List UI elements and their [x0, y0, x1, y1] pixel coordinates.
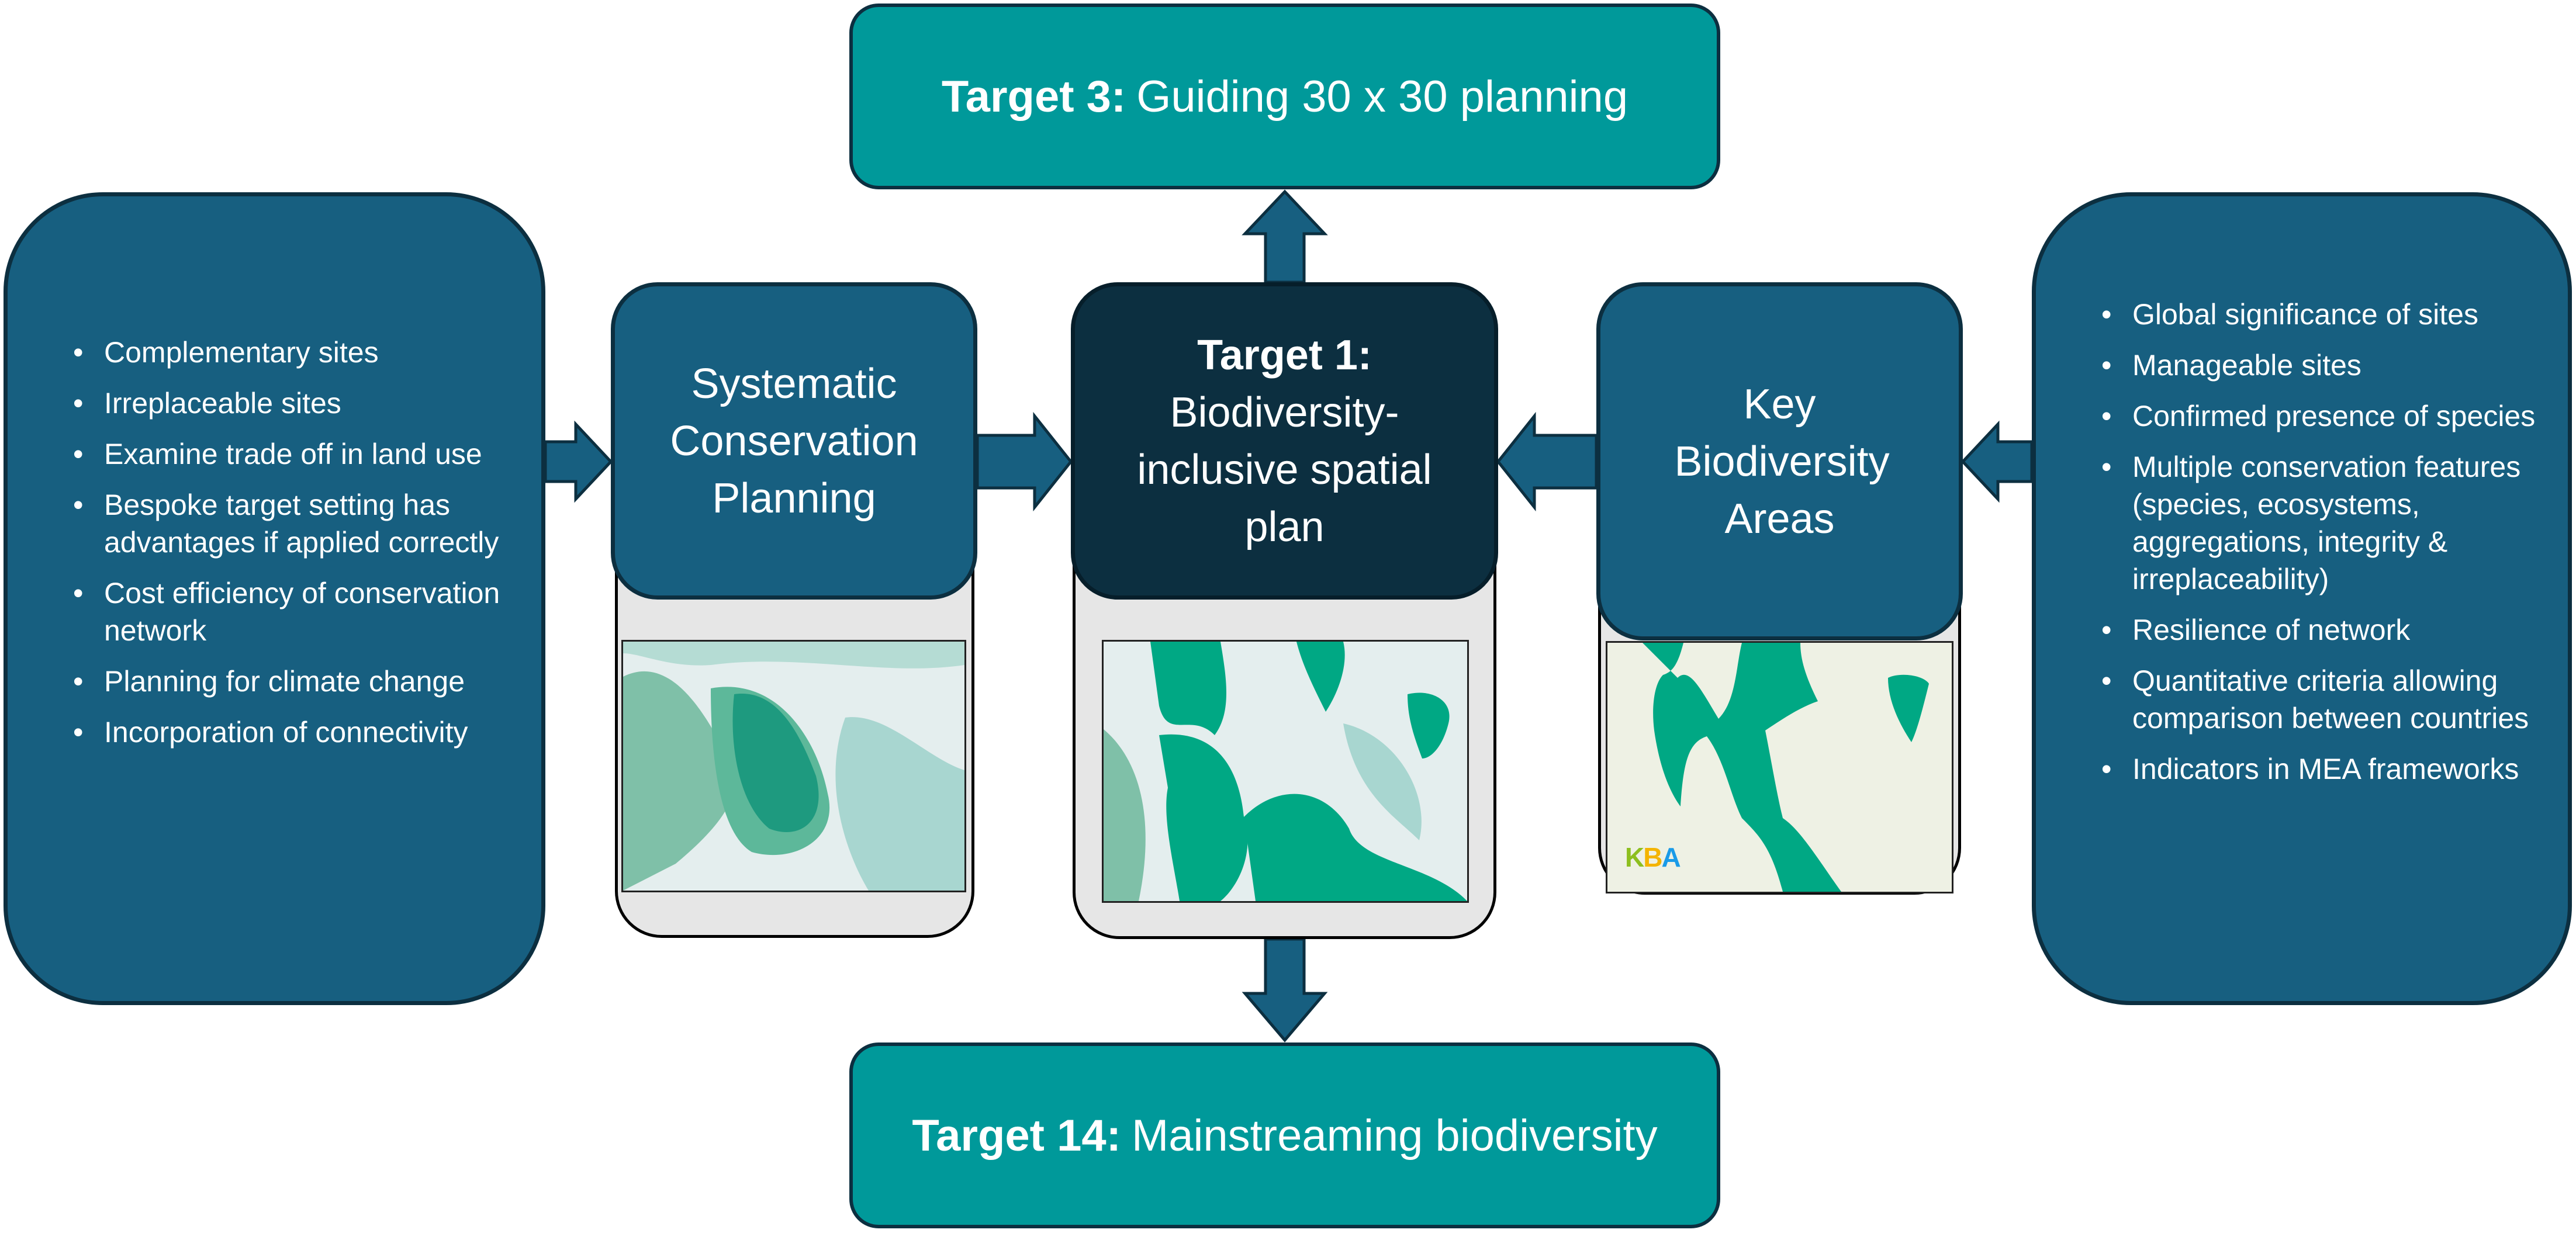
target-1-map-image: [1102, 640, 1469, 903]
list-item: Global significance of sites: [2059, 296, 2544, 333]
arrow-left-to-scp-icon: [544, 420, 613, 503]
target-14-text: Mainstreaming biodiversity: [1131, 1110, 1658, 1161]
list-item: Complementary sites: [31, 334, 518, 371]
list-item: Manageable sites: [2059, 347, 2544, 384]
list-item: Bespoke target setting has advantages if…: [31, 486, 518, 561]
arrow-up-icon: [1242, 189, 1328, 284]
kba-benefits-panel: Global significance of sites Manageable …: [2032, 192, 2572, 1005]
list-item: Incorporation of connectivity: [31, 714, 518, 751]
target-3-box: Target 3:Guiding 30 x 30 planning: [849, 4, 1720, 189]
list-item: Cost efficiency of conservation network: [31, 574, 518, 649]
target-14-label: Target 14:: [912, 1110, 1121, 1161]
arrow-kba-to-target1-icon: [1496, 411, 1598, 512]
target-14-box: Target 14:Mainstreaming biodiversity: [849, 1042, 1720, 1228]
list-item: Quantitative criteria allowing compariso…: [2059, 662, 2544, 737]
target-1-title-box: Target 1: Biodiversity-inclusive spatial…: [1071, 282, 1498, 600]
target-3-label: Target 3:: [941, 71, 1126, 122]
scp-title: Systematic Conservation Planning: [670, 360, 918, 522]
kba-map-image: KBA: [1606, 641, 1953, 893]
list-item: Irreplaceable sites: [31, 385, 518, 422]
list-item: Indicators in MEA frameworks: [2059, 750, 2544, 788]
kba-title: Key Biodiversity Areas: [1674, 380, 1890, 542]
list-item: Examine trade off in land use: [31, 435, 518, 473]
scp-map-image: [621, 640, 966, 892]
list-item: Planning for climate change: [31, 663, 518, 700]
kba-logo: KBA: [1625, 842, 1681, 872]
list-item: Resilience of network: [2059, 611, 2544, 649]
list-item: Multiple conservation features (species,…: [2059, 448, 2544, 598]
list-item: Confirmed presence of species: [2059, 397, 2544, 435]
arrow-down-icon: [1242, 937, 1328, 1042]
arrow-right-to-kba-icon: [1960, 420, 2034, 503]
target-1-label: Target 1:: [1197, 331, 1372, 379]
kba-benefits-list: Global significance of sites Manageable …: [2059, 296, 2544, 788]
scp-title-box: Systematic Conservation Planning: [611, 282, 977, 600]
arrow-scp-to-target1-icon: [976, 411, 1073, 512]
scp-benefits-list: Complementary sites Irreplaceable sites …: [31, 334, 518, 751]
target-1-text: Biodiversity-inclusive spatial plan: [1137, 389, 1432, 550]
target-3-text: Guiding 30 x 30 planning: [1136, 71, 1628, 122]
scp-benefits-panel: Complementary sites Irreplaceable sites …: [4, 192, 545, 1005]
kba-title-box: Key Biodiversity Areas: [1596, 282, 1963, 640]
